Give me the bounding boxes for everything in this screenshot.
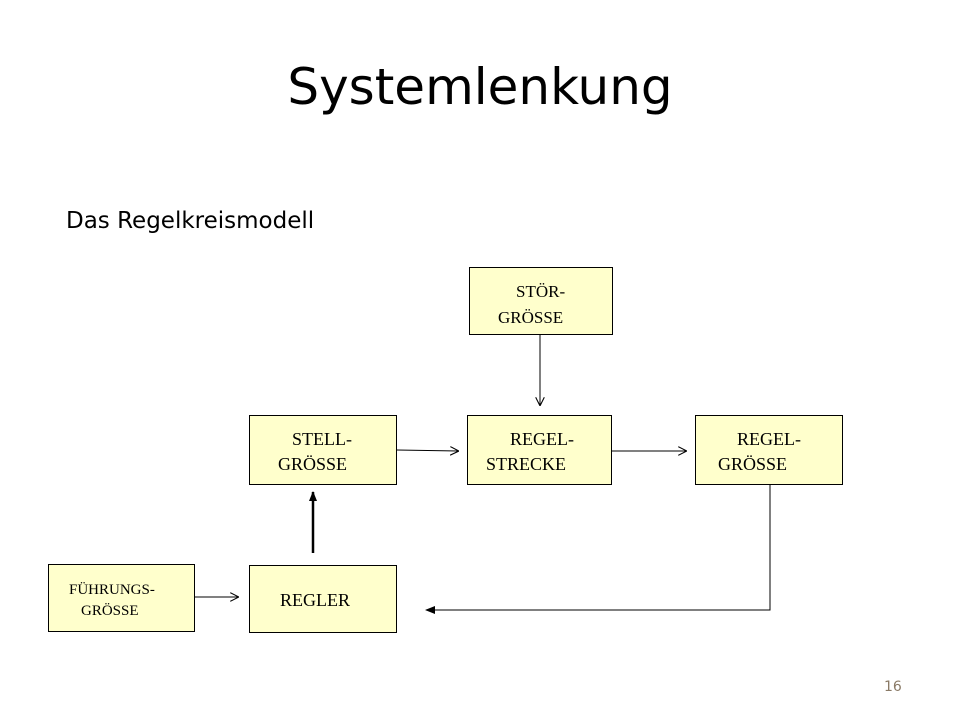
feedback-line [425,485,771,614]
stellgroesse-line2: GRÖSSE [278,454,348,474]
regler-box: REGLER [249,565,397,633]
regelgroesse-box: REGEL- GRÖSSE [695,415,843,485]
stoergroesse-line2: GRÖSSE [498,308,564,327]
fuehrungsgroesse-line1: FÜHRUNGS- [69,582,155,598]
fuehrungsgroesse-line2: GRÖSSE [81,603,139,619]
regelstrecke-box: REGEL- STRECKE [467,415,612,485]
slide-title: Systemlenkung [287,58,673,116]
slide-subtitle: Das Regelkreismodell [66,208,315,234]
arrow-stell-to-strecke [396,450,458,451]
stoergroesse-box: STÖR- GRÖSSE [469,267,613,335]
stoergroesse-line1: STÖR- [516,282,566,301]
stellgroesse-line1: STELL- [292,429,352,449]
regelstrecke-line2: STRECKE [486,454,567,474]
page-number: 16 [884,679,902,695]
regelgroesse-line1: REGEL- [737,429,801,449]
stellgroesse-box: STELL- GRÖSSE [249,415,397,485]
regelstrecke-line1: REGEL- [510,429,574,449]
fuehrungsgroesse-box: FÜHRUNGS- GRÖSSE [48,564,195,632]
regler-label: REGLER [280,590,350,610]
regelgroesse-line2: GRÖSSE [718,454,788,474]
